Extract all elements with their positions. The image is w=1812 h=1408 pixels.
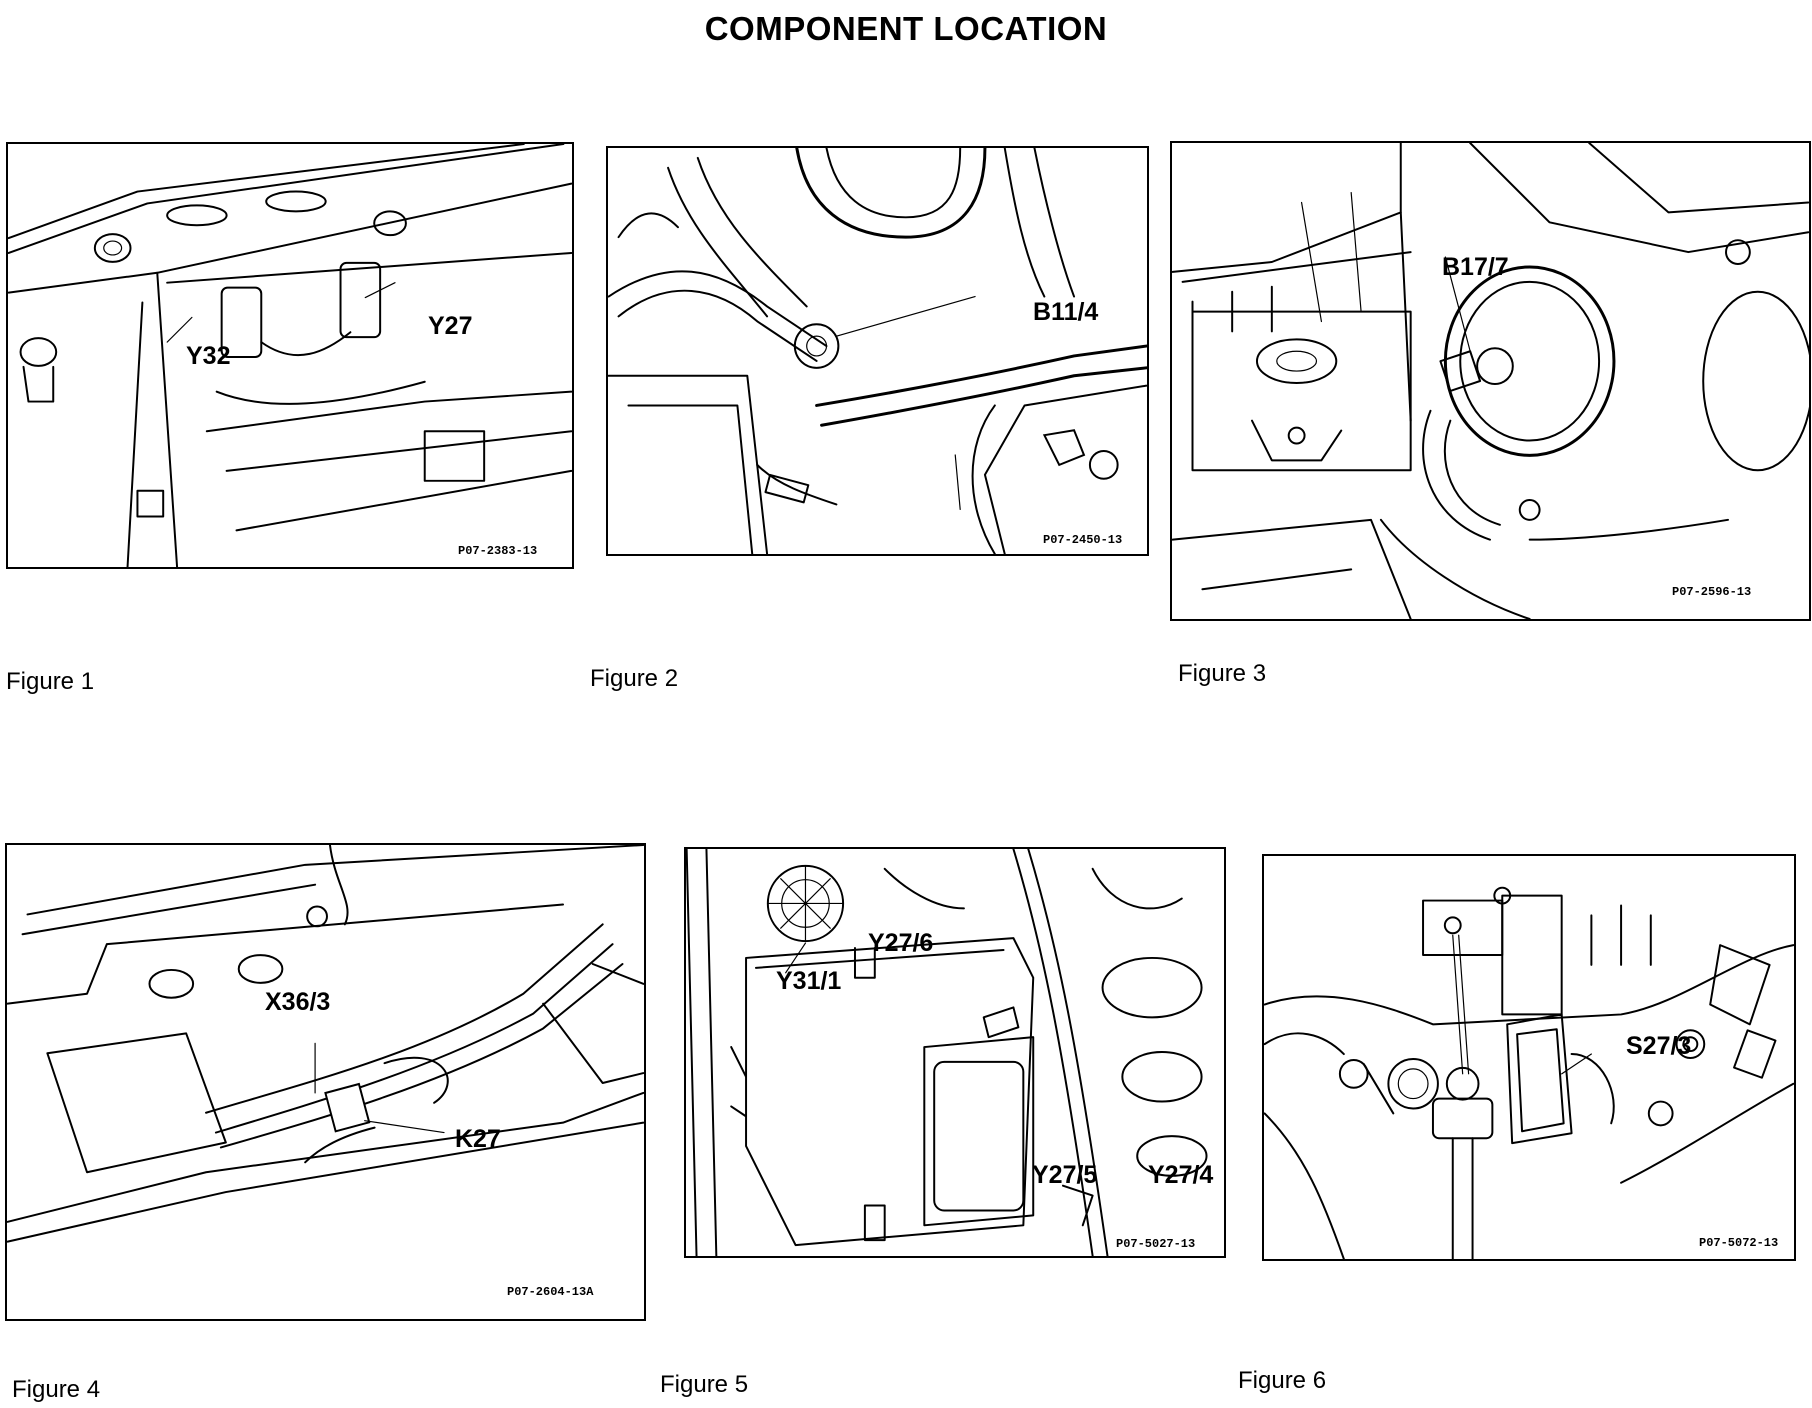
figure-1-code: P07-2383-13 xyxy=(458,544,538,558)
figure-3-code: P07-2596-13 xyxy=(1672,585,1752,599)
figure-3-caption: Figure 3 xyxy=(1178,660,1267,687)
figure-6-drawing xyxy=(1264,886,1794,1259)
figure-2-panel: B11/4 P07-2450-13 xyxy=(606,146,1149,556)
callout-y27-6: Y27/6 xyxy=(868,929,934,957)
figure-2-drawing xyxy=(608,148,1147,554)
figure-4-panel: X36/3 K27 P07-2604-13A xyxy=(5,843,646,1321)
figure-3-drawing xyxy=(1172,143,1809,619)
figure-1-drawing xyxy=(8,144,572,567)
callout-b17-7: B17/7 xyxy=(1442,253,1509,281)
page-title: COMPONENT LOCATION xyxy=(704,10,1108,47)
callout-x36-3: X36/3 xyxy=(265,988,331,1016)
figure-1-panel: Y32 Y27 P07-2383-13 xyxy=(6,142,574,569)
figure-2-caption: Figure 2 xyxy=(590,665,679,692)
figure-4-code: P07-2604-13A xyxy=(507,1285,594,1299)
figure-4-caption: Figure 4 xyxy=(12,1376,101,1403)
figure-2-code: P07-2450-13 xyxy=(1043,533,1123,547)
figure-5-caption: Figure 5 xyxy=(660,1371,749,1398)
callout-s27-3: S27/3 xyxy=(1626,1032,1692,1060)
callout-y32: Y32 xyxy=(186,342,231,370)
figure-5-code: P07-5027-13 xyxy=(1116,1237,1196,1251)
figure-6-panel: S27/3 P07-5072-13 xyxy=(1262,854,1796,1261)
figure-6-caption: Figure 6 xyxy=(1238,1367,1327,1394)
callout-y27-4: Y27/4 xyxy=(1148,1161,1214,1189)
figure-5-drawing xyxy=(686,849,1208,1256)
figure-1-caption: Figure 1 xyxy=(6,668,95,695)
figure-4-drawing xyxy=(7,845,644,1243)
callout-b11-4: B11/4 xyxy=(1033,298,1099,326)
callout-y27-5: Y27/5 xyxy=(1032,1161,1098,1189)
callout-y27: Y27 xyxy=(428,312,473,340)
figure-6-code: P07-5072-13 xyxy=(1699,1236,1779,1250)
figure-5-panel: Y27/6 Y31/1 Y27/5 Y27/4 P07-5027-13 xyxy=(684,847,1226,1258)
figure-3-panel: B17/7 P07-2596-13 xyxy=(1170,141,1811,621)
callout-y31-1: Y31/1 xyxy=(776,967,842,995)
callout-k27: K27 xyxy=(455,1125,501,1153)
